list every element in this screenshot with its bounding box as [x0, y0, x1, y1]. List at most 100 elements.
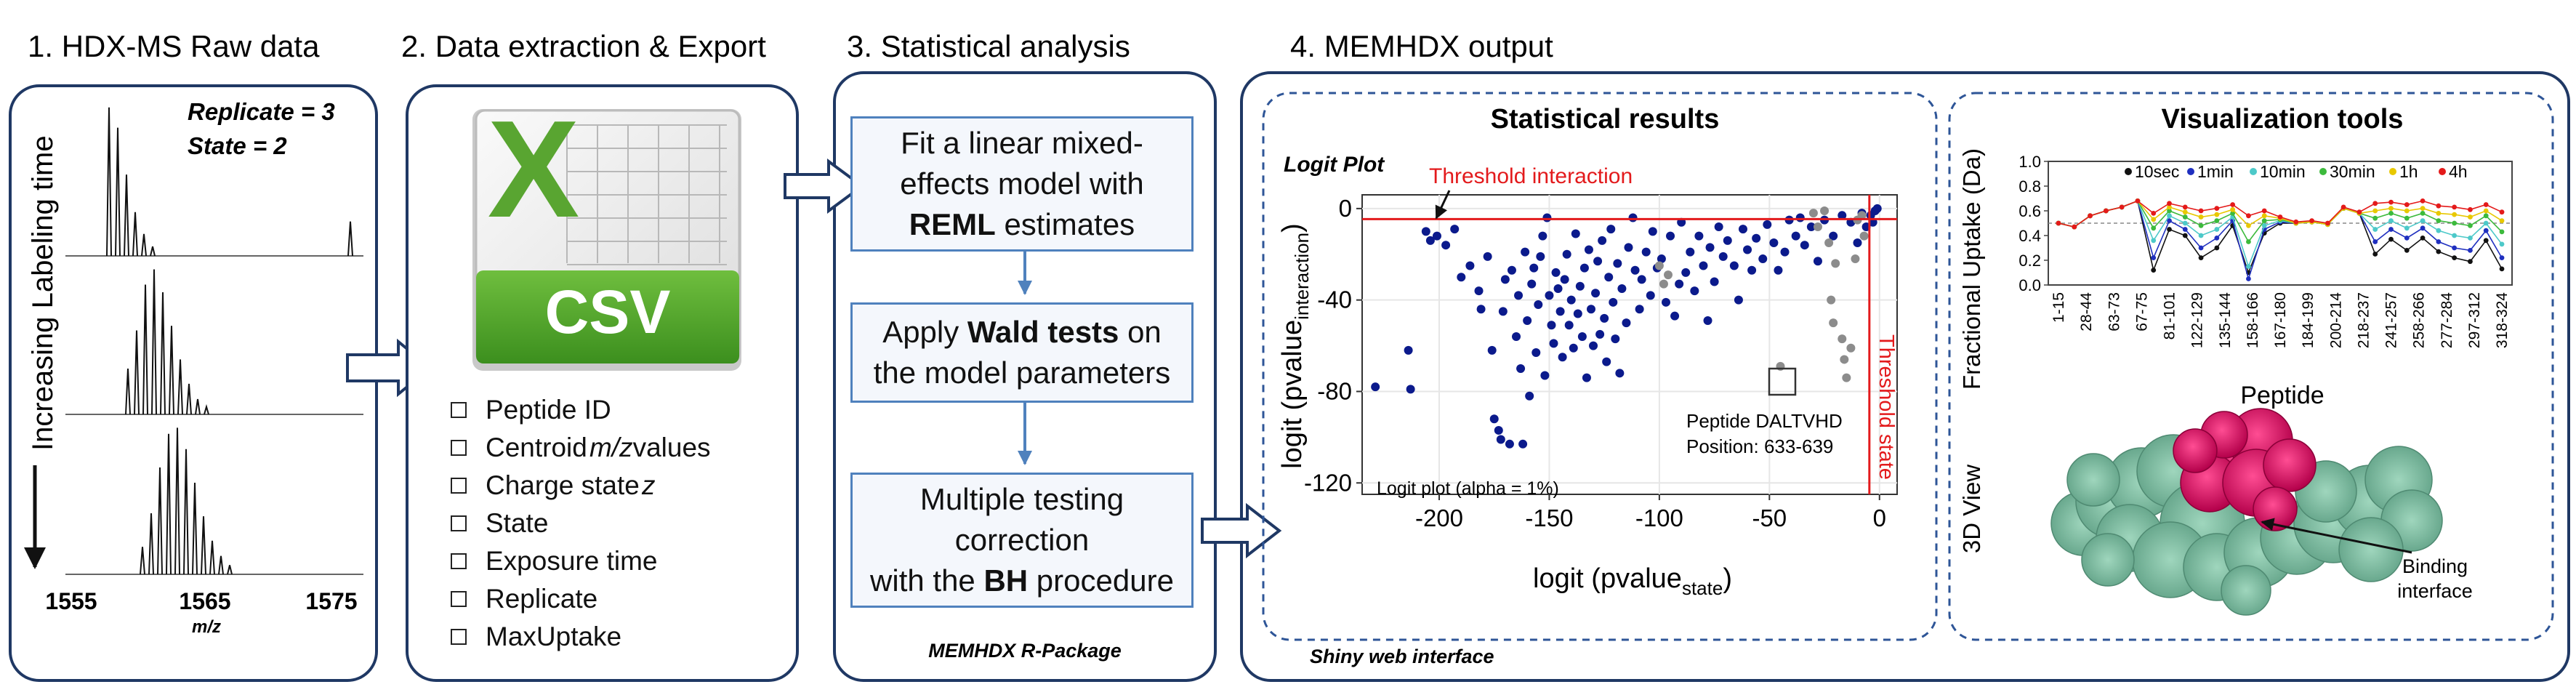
logit-point — [1516, 364, 1526, 374]
uptake-xtick-label: 258-266 — [2411, 292, 2428, 348]
uptake-point — [2483, 208, 2489, 214]
logit-point — [1743, 245, 1752, 254]
uptake-point — [2388, 227, 2394, 232]
csv-field: Charge state z — [451, 467, 711, 505]
uptake-point — [2452, 245, 2458, 251]
binding-label-1: Binding — [2402, 555, 2468, 577]
uptake-ytick-label: 0.4 — [2018, 227, 2041, 245]
csv-field: State — [451, 505, 711, 542]
protein-pink-lobe — [2263, 438, 2317, 492]
uptake-point — [2151, 268, 2157, 273]
uptake-point — [2135, 198, 2141, 204]
logit-point — [1404, 345, 1413, 355]
logit-point — [1729, 261, 1739, 270]
spectrum-peak — [174, 427, 180, 575]
checkbox-icon — [451, 629, 467, 645]
uptake-point — [2372, 227, 2378, 232]
spectrum-peak — [166, 433, 172, 575]
logit-point — [1622, 318, 1631, 328]
uptake-point — [2198, 233, 2204, 238]
csv-field: Replicate — [451, 580, 711, 618]
logit-point — [1512, 332, 1521, 341]
uptake-point — [2214, 206, 2220, 211]
csv-label: CSV — [545, 278, 671, 346]
uptake-xtick-label: 184-199 — [2300, 292, 2317, 348]
csv-field-list: Peptide ID Centroid m/z values Charge st… — [451, 391, 711, 656]
uptake-point — [2246, 276, 2251, 281]
uptake-xtick-label: 200-214 — [2327, 292, 2344, 348]
logit-point — [1521, 247, 1530, 257]
logit-point — [1558, 353, 1567, 362]
logit-point — [1690, 286, 1699, 296]
logit-point — [1406, 385, 1415, 394]
logit-point — [1670, 311, 1680, 321]
uptake-point — [2436, 228, 2442, 233]
uptake-point — [2436, 211, 2442, 216]
uptake-point — [2388, 236, 2394, 242]
logit-xtick-label: -200 — [1415, 505, 1463, 531]
uptake-xtick-label: 241-257 — [2383, 292, 2400, 348]
uptake-point — [2499, 255, 2505, 260]
uptake-point — [2499, 229, 2505, 235]
uptake-point — [2420, 211, 2426, 216]
logit-point — [1628, 213, 1638, 222]
spectrum-peak — [195, 398, 201, 415]
logit-point — [1694, 231, 1704, 241]
uptake-point — [2372, 208, 2378, 214]
legend-label: 10min — [2260, 162, 2306, 181]
logit-point — [1586, 305, 1595, 314]
legend-marker — [2125, 168, 2132, 175]
highlight-box — [1768, 367, 1797, 396]
logit-point — [1551, 268, 1561, 277]
logit-point — [1646, 291, 1655, 300]
logit-point — [1840, 355, 1849, 364]
uptake-point — [2198, 245, 2204, 251]
flow-arrow-2 — [784, 158, 865, 214]
spectrum-peak — [209, 540, 215, 575]
uptake-point — [2468, 259, 2473, 265]
logit-point — [1752, 233, 1761, 243]
uptake-point — [2436, 239, 2442, 244]
spectrum-peak — [150, 246, 156, 257]
uptake-point — [2388, 211, 2394, 216]
uptake-xtick-label: 28-44 — [2078, 292, 2095, 332]
uptake-point — [2325, 220, 2330, 226]
spectrum-peak — [115, 127, 121, 257]
uptake-point — [2167, 208, 2172, 214]
uptake-point — [2151, 211, 2157, 216]
logit-point — [1571, 229, 1580, 238]
logit-point — [1450, 225, 1460, 234]
uptake-point — [2246, 239, 2251, 244]
logit-point — [1657, 254, 1666, 264]
spectrum-peak — [160, 292, 166, 415]
viz-title: Visualization tools — [2162, 104, 2404, 134]
logit-point — [1505, 439, 1514, 449]
uptake-point — [2452, 212, 2458, 217]
logit-point — [1569, 343, 1578, 353]
logit-point — [1624, 243, 1633, 252]
spectrum-peak — [140, 547, 145, 575]
logit-point — [1604, 273, 1614, 282]
logit-xtick-label: -150 — [1525, 505, 1573, 531]
logit-ytick-label: 0 — [1339, 195, 1352, 222]
uptake-point — [2167, 227, 2172, 232]
logit-point — [1795, 213, 1805, 222]
logit-plot-label: Logit Plot — [1284, 153, 1385, 177]
uptake-point — [2372, 252, 2378, 257]
logit-point — [1851, 254, 1860, 264]
legend-marker — [2389, 168, 2396, 175]
mz-tick: 1575 — [305, 588, 357, 614]
uptake-point — [2452, 255, 2458, 260]
uptake-point — [2404, 215, 2410, 221]
csv-field: Exposure time — [451, 542, 711, 580]
logit-point — [1659, 279, 1668, 289]
legend-label: 10sec — [2135, 162, 2179, 181]
logit-point — [1829, 231, 1838, 241]
logit-point — [1489, 414, 1499, 424]
uptake-xtick-label: 218-237 — [2355, 292, 2372, 348]
uptake-point — [2404, 236, 2410, 241]
mass-spectra — [65, 107, 363, 575]
logit-point — [1813, 222, 1822, 232]
protein-green-lobe — [2066, 453, 2120, 507]
uptake-point — [2468, 206, 2473, 212]
